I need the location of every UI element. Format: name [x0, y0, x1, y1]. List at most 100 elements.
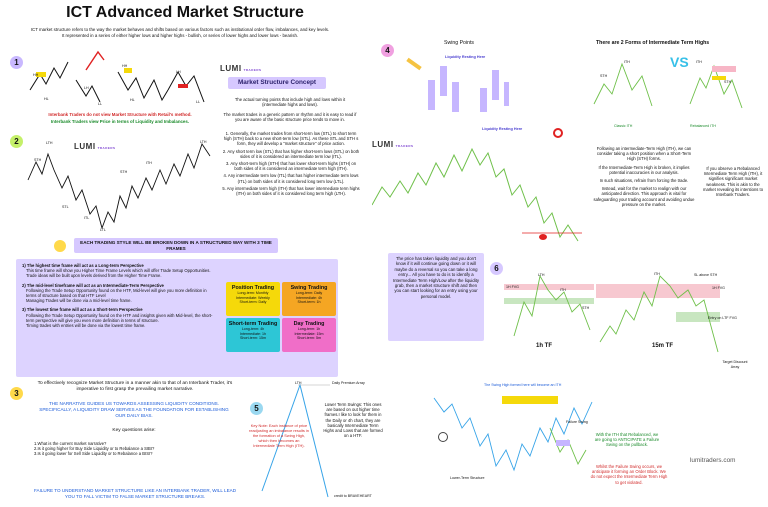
- section-4-badge: 4: [381, 44, 394, 57]
- label-ith: ITH: [560, 288, 566, 292]
- swing-points-candles: [428, 66, 509, 112]
- section-1-charts: [29, 50, 205, 103]
- tf-head: 2) The mid-level timeframe will act as a…: [22, 282, 164, 288]
- site-url: lumitraders.com: [690, 457, 736, 464]
- style-short-term: Short-term Trading Long-term: 4h Interme…: [226, 318, 280, 352]
- swing-high-ith-label: The Swing High formed here will become a…: [484, 383, 562, 387]
- liq-resting-high: Liquidity Resting Here: [445, 55, 486, 59]
- swing-points-title: Swing Points: [444, 40, 474, 46]
- label-ith-2: ITH: [696, 60, 702, 64]
- intro-paragraph: ICT market structure refers to the way t…: [30, 27, 330, 38]
- lightbulb-icon: [54, 240, 66, 252]
- section-5-chart: [261, 383, 330, 498]
- tf-line: This time frame will show you Higher Tim…: [26, 268, 211, 274]
- section-6-badge: 6: [490, 262, 503, 275]
- section-5-badge: 5: [250, 402, 263, 415]
- style-line: Long-term: Monthly: [237, 291, 269, 295]
- eye-icon: [539, 234, 547, 240]
- style-position: Position Trading Long-term: Monthly Inte…: [226, 282, 280, 316]
- concept-p1: The actual turning points that include h…: [234, 97, 346, 108]
- bearish-structure-line: [75, 79, 101, 103]
- concept-item: 3. Any short-term high (STH) that has lo…: [225, 161, 357, 172]
- style-name: Day Trading: [293, 321, 325, 327]
- label-ith-2: ITH: [654, 272, 660, 276]
- question-item: 2.Is it going higher for Buy Side Liquid…: [34, 446, 155, 452]
- label-lth: LTH: [46, 141, 53, 145]
- concept-item: 1. Generally, the market trades from sho…: [223, 131, 359, 147]
- credit-text: credit to BRAVEHEART: [334, 494, 372, 498]
- brand-name: LUMI: [372, 140, 394, 149]
- label-rebalanced-ith: Rebalanced ITH: [690, 124, 716, 128]
- magnifier-icon: [438, 432, 448, 442]
- vs-label: VS: [670, 54, 689, 70]
- ith-note: Following an intermediate-Term High (ITH…: [596, 146, 692, 162]
- label-sl: SL above STH: [694, 273, 718, 277]
- style-line: Short-term: Daily: [239, 300, 267, 304]
- label-sth-2: STH: [120, 170, 128, 174]
- swing-points-chart: [372, 147, 582, 242]
- brand-name: LUMI: [220, 64, 242, 73]
- style-swing: Swing Trading Long-term: Daily Intermedi…: [282, 282, 336, 316]
- tf-line: Managing Trades will be done via a mid-l…: [26, 298, 132, 304]
- label-lth: LTH: [295, 381, 302, 385]
- style-line: Long-term: 1h: [297, 327, 321, 331]
- lower-term-structure-label: Lower-Term Structure: [450, 476, 485, 480]
- target-icon: [553, 128, 563, 138]
- red-arrow-line: [85, 50, 105, 71]
- tf-line: Following the Trade Setup Opportunity fo…: [26, 287, 207, 299]
- tf-15m-label: 15m TF: [652, 343, 674, 349]
- label-classic-ith: Classic ITH: [614, 124, 633, 128]
- concept-list: 1. Generally, the market trades from sho…: [222, 131, 360, 196]
- liquidity-bubble: The price has taken liquidity and you do…: [388, 253, 484, 341]
- section-3-questions-head: Key questions arise:: [112, 428, 156, 433]
- section-1-badge: 1: [10, 56, 23, 69]
- label-ith: ITH: [624, 60, 630, 64]
- h1-chart: [504, 274, 594, 337]
- style-day: Day Trading Long-term: 1h Intermediate: …: [282, 318, 336, 352]
- style-line: Intermediate: 15m: [294, 331, 324, 336]
- section-3-badge: 3: [10, 387, 23, 400]
- style-name: Position Trading: [231, 285, 275, 291]
- timeframe-banner: EACH TRADING STYLE WILL BE BROKEN DOWN I…: [74, 238, 278, 253]
- label-ltl: LTL: [100, 228, 106, 232]
- bottom-right-chart: [433, 396, 593, 472]
- hh-hl-structure: [117, 71, 169, 102]
- section-3-narrative: THE NARRATIVE GUIDES US TOWARDS ASSESSIN…: [39, 401, 229, 418]
- style-line: Short-term: 1h: [297, 300, 321, 304]
- label-sth: STH: [34, 158, 42, 162]
- label-ll: LL: [98, 102, 102, 106]
- ith-note: If the Intermediate-Term High is broken,…: [598, 164, 690, 175]
- section-3-intro: To effectively recognize Market Structur…: [37, 381, 233, 392]
- section-3-questions: 1.What is the current market narrative? …: [34, 441, 154, 457]
- m15-chart: [596, 275, 720, 353]
- section-5-key-note: Key Note: Each instance of price readjus…: [249, 423, 309, 448]
- forms-title: There are 2 Forms of Intermediate Term H…: [596, 40, 710, 46]
- brand-sub: TRADERS: [97, 146, 116, 150]
- label-sth-2: STH: [724, 80, 732, 84]
- ith-forms-charts: [593, 62, 743, 109]
- section-1-note-green: Interbank Traders view Price in terms of…: [50, 119, 190, 124]
- ith-note: Instead, wait for the market to realign …: [593, 186, 695, 207]
- concept-item: 4. Any intermediate term low (ITL) that …: [223, 173, 359, 184]
- rebalanced-note: If you observe a Rebalanced Intermediate…: [702, 166, 764, 198]
- label-sth: STH: [582, 306, 590, 310]
- style-line: Short-term: 5m: [297, 336, 321, 340]
- label-1h-fvg-2: 1H FVG: [712, 286, 725, 290]
- label-entry: Entry on LTF FVG: [708, 316, 737, 320]
- label-1h-fvg: 1H FVG: [506, 285, 519, 289]
- section-2-structure-chart: [27, 142, 211, 230]
- concept-heading: Market Structure Concept: [228, 77, 326, 89]
- style-line: Intermediate: 4h: [296, 295, 322, 300]
- label-lh-2: LH: [176, 70, 181, 74]
- tf-head: 3) The lowest time frame will act as a S…: [22, 307, 143, 313]
- style-name: Short-term Trading: [228, 321, 278, 327]
- label-itl: ITL: [84, 216, 90, 220]
- tf-line: Timing trades with entries will be done …: [26, 323, 146, 329]
- ith-note: In such situations, refrain from forcing…: [599, 178, 689, 184]
- style-line: Long-term: 4h: [241, 327, 265, 331]
- page-title: ICT Advanced Market Structure: [66, 4, 304, 21]
- liq-resting-low: Liquidity Resting Here: [482, 127, 523, 131]
